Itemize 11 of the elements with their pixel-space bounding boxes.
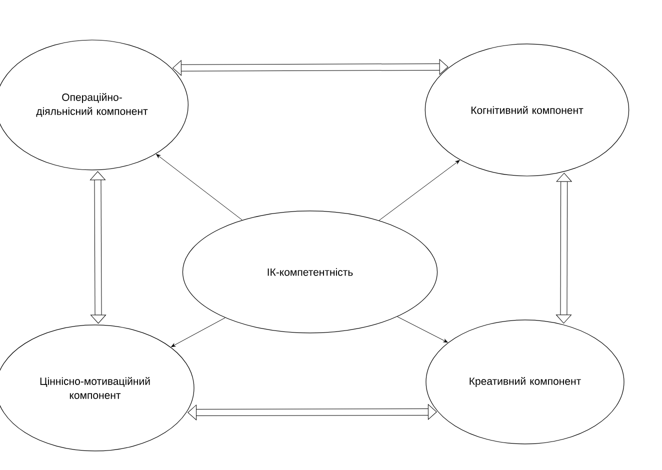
arrow — [397, 316, 448, 343]
ellipse-node: Когнітивний компонент — [424, 44, 630, 176]
double-arrow — [172, 59, 448, 76]
double-arrow — [90, 171, 106, 324]
double-arrow — [556, 172, 572, 324]
ellipse-node: Креативний компонент — [426, 320, 624, 444]
arrow — [156, 154, 242, 220]
ellipse-node: ІК-компетентність — [182, 210, 438, 334]
arrow — [378, 160, 460, 221]
arrow — [171, 318, 226, 348]
double-arrow — [188, 404, 437, 420]
